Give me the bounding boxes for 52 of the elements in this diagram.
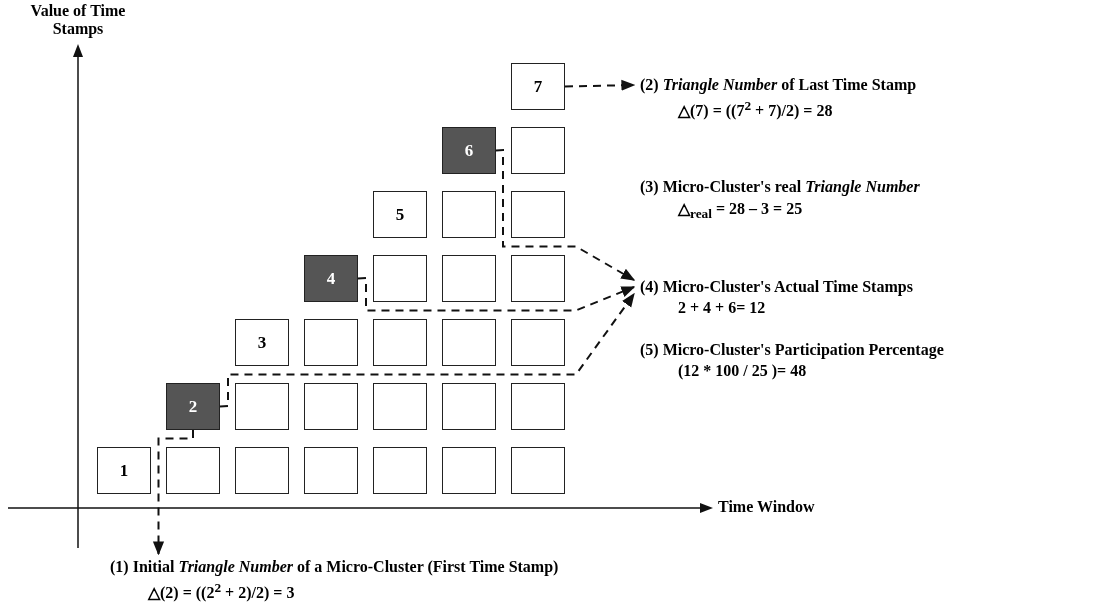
formula: △$_{real}$ = 28 – 3 = 25	[678, 199, 803, 223]
time-stamp-box	[166, 383, 220, 430]
time-stamp-box	[166, 447, 220, 494]
formula: (12 * 100 / 25 )= 48	[678, 362, 807, 380]
axis-title: Time Window	[718, 498, 815, 516]
formula: △(7) = ((7$^{2}$ + 7)/2) = 28	[677, 97, 834, 122]
dashed-arrow	[219, 292, 635, 408]
time-stamp-box	[511, 63, 565, 110]
time-stamp-number: 2	[188, 396, 198, 417]
annotation-heading: (3) Micro-Cluster's real Triangle Number	[640, 178, 920, 196]
time-stamp-number: 4	[326, 268, 336, 289]
time-stamp-box	[304, 319, 358, 366]
time-stamp-box	[304, 255, 358, 302]
annotation-heading: (2) Triangle Number of Last Time Stamp	[640, 75, 917, 95]
dashed-arrow	[495, 148, 636, 281]
time-stamp-box	[442, 127, 496, 174]
time-stamp-box	[373, 255, 427, 302]
annotation-heading: (4) Micro-Cluster's Actual Time Stamps	[640, 277, 913, 297]
time-stamp-number: 1	[119, 460, 129, 481]
axis-title: Value of Time Stamps	[29, 2, 127, 38]
time-stamp-box	[304, 447, 358, 494]
time-stamp-box	[442, 191, 496, 238]
dashed-arrow	[152, 429, 194, 556]
time-stamp-box	[511, 319, 565, 366]
time-stamp-box	[511, 191, 565, 238]
time-stamp-box	[235, 319, 289, 366]
time-stamp-box	[442, 319, 496, 366]
formula: △(2) = ((2$^{2}$ + 2)/2) = 3	[147, 579, 296, 604]
formula: 2 + 4 + 6= 12	[677, 298, 767, 318]
annotation-heading: (1) Initial Triangle Number of a Micro-Cluster (First Time Stamp)	[110, 557, 559, 577]
time-stamp-box	[442, 255, 496, 302]
time-stamp-number: 7	[533, 76, 543, 97]
time-stamp-box	[442, 383, 496, 430]
time-stamp-box	[511, 127, 565, 174]
time-stamp-box	[373, 447, 427, 494]
time-stamp-box	[511, 383, 565, 430]
dashed-arrow	[564, 79, 636, 91]
dashed-arrow	[357, 276, 636, 312]
time-stamp-box	[511, 447, 565, 494]
time-stamp-number: 5	[395, 204, 405, 225]
time-stamp-box	[442, 447, 496, 494]
time-stamp-box	[235, 383, 289, 430]
time-stamp-box	[373, 319, 427, 366]
time-stamp-number: 6	[464, 140, 474, 161]
time-stamp-box	[373, 191, 427, 238]
time-stamp-box	[373, 383, 427, 430]
time-stamp-number: 3	[257, 332, 267, 353]
time-stamp-box	[304, 383, 358, 430]
time-stamp-box	[511, 255, 565, 302]
time-stamp-box	[97, 447, 151, 494]
time-stamp-box	[235, 447, 289, 494]
annotation-heading: (5) Micro-Cluster's Participation Percentage	[640, 341, 944, 359]
